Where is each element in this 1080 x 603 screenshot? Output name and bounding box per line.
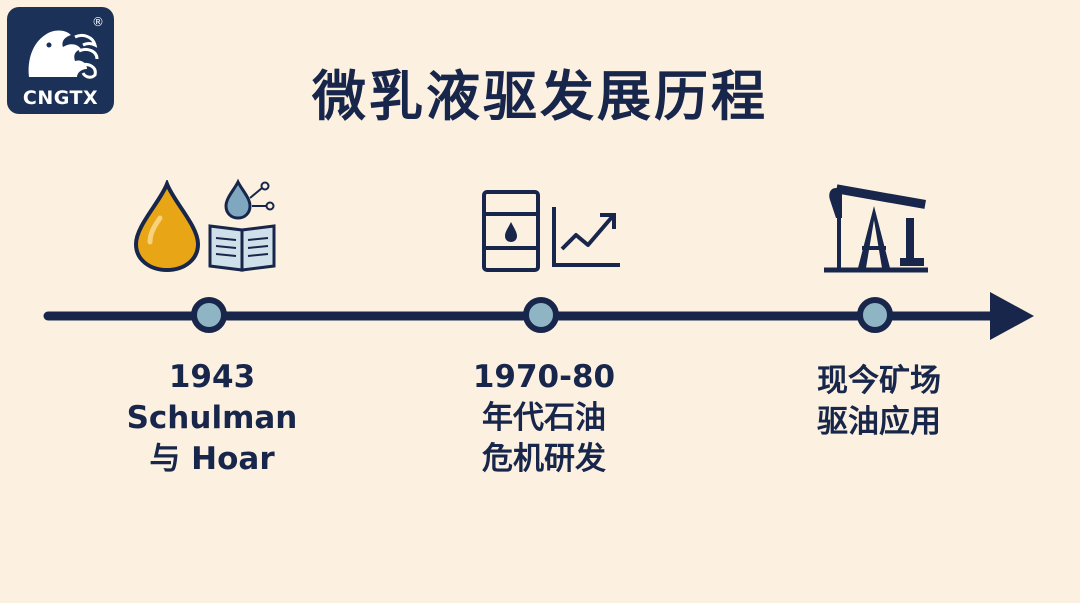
company-logo: ® CNGTX <box>7 7 114 114</box>
pumpjack-icon <box>824 184 928 273</box>
milestone-label-1970-80: 1970-80 年代石油 危机研发 <box>424 357 664 480</box>
milestone-line: Schulman <box>126 400 298 436</box>
milestone-line: 1943 <box>168 359 256 395</box>
milestone-line: 现今矿场 <box>817 363 941 399</box>
oil-barrel-icon <box>482 190 540 272</box>
milestone-marker <box>857 297 893 333</box>
milestone-line: 危机研发 <box>482 441 606 477</box>
book-icon <box>208 178 276 272</box>
growth-chart-icon <box>552 207 620 267</box>
milestone-marker <box>523 297 559 333</box>
milestone-label-1943: 1943 Schulman 与 Hoar <box>92 357 332 480</box>
milestone-label-present: 现今矿场 驱油应用 <box>759 361 999 443</box>
milestone-marker <box>191 297 227 333</box>
lion-icon <box>28 30 99 79</box>
timeline-arrowhead <box>990 292 1034 340</box>
milestone-line: 与 Hoar <box>149 441 275 477</box>
oil-drop-icon <box>133 180 201 273</box>
milestone-line: 1970-80 <box>472 359 616 395</box>
page-title: 微乳液驱发展历程 <box>312 65 768 128</box>
milestone-line: 年代石油 <box>482 400 606 436</box>
registered-mark: ® <box>92 15 104 29</box>
logo-text: CNGTX <box>22 87 99 109</box>
milestone-line: 驱油应用 <box>817 404 941 440</box>
